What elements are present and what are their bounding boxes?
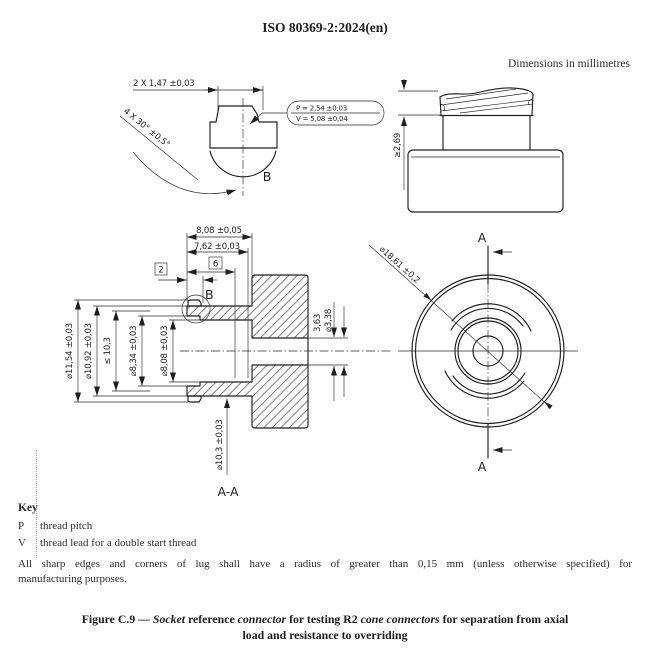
key-block: Key P thread pitch V thread lead for a d… — [18, 500, 638, 552]
callout-lead-label: V = 5,08 ±0,04 — [296, 115, 348, 123]
key-item-p: P thread pitch — [18, 518, 638, 535]
angle-arc — [132, 151, 237, 196]
dim-box-2 — [154, 262, 168, 276]
connector-neck — [442, 115, 531, 151]
figure-caption: Figure C.9 — Socket reference connector … — [0, 612, 650, 643]
detail-b-marker-label: B — [205, 287, 214, 302]
socket-wall-lower — [187, 382, 252, 396]
key-description: thread lead for a double start thread — [40, 536, 197, 549]
dim-dia-3-38-label: ⌀3,38 — [324, 309, 334, 332]
lug-lower — [187, 395, 202, 403]
dim-box-6-label: 6 — [213, 260, 218, 270]
dim-depth-inner-label: 7,62 ±0,03 — [194, 242, 240, 252]
key-description: thread pitch — [40, 519, 93, 532]
body-hatch-lower — [252, 365, 308, 428]
dim-dia-10-3-label: ⌀10,3 ±0,03 — [215, 419, 225, 470]
thread-callout-box — [286, 100, 385, 126]
change-bar — [36, 450, 37, 558]
cut-label-bottom: A — [478, 459, 487, 474]
caption-italic-connector: connector — [237, 612, 287, 626]
note-line1: All sharp edges and corners of lug shall… — [18, 558, 632, 570]
side-view: ≥2,69 — [393, 79, 564, 213]
dim-dia-8-08-label: ⌀8,08 ±0,03 — [160, 326, 170, 377]
caption-mid1: reference — [185, 612, 238, 626]
caption-italic-cone: cone connectors — [360, 612, 440, 626]
note-block: All sharp edges and corners of lug shall… — [18, 557, 632, 586]
key-heading: Key — [18, 502, 38, 514]
note-line2: manufacturing purposes. — [18, 572, 127, 585]
units-note: Dimensions in millimetres — [507, 58, 630, 70]
dim-box-2-label: 2 — [158, 266, 163, 276]
section-outline — [186, 274, 309, 429]
dim-dia-8-34-label: ⌀8,34 ±0,03 — [129, 326, 139, 377]
thread-arc-upper — [451, 303, 532, 332]
lug-cross-section — [209, 105, 278, 149]
detail-b-view-label: B — [263, 169, 272, 184]
caption-italic-socket: Socket — [152, 612, 186, 626]
dim-3-63-label: 3,63 — [313, 314, 323, 332]
dim-dia-11-54-label: ⌀11,54 ±0,03 — [65, 323, 75, 379]
angle-reference-line — [119, 115, 199, 181]
thread-profile — [439, 87, 534, 116]
caption-line2: load and resistance to overriding — [242, 627, 408, 642]
callout-leader — [249, 112, 263, 125]
dim-lug-angle-label: 4 X 30° ±0,5° — [121, 107, 171, 150]
key-symbol: P — [18, 519, 25, 532]
dim-thread-length-label: ≥2,69 — [393, 133, 403, 158]
detail-b-view: 2 X 1,47 ±0,03 4 X 30° ±0,5° P = 2,54 ±0… — [119, 79, 385, 196]
dim-depth-outer-label: 8,08 ±0,05 — [196, 226, 242, 236]
thread-arc-lower — [444, 370, 525, 399]
section-view-label: A-A — [217, 484, 239, 499]
dim-box-6 — [208, 256, 223, 270]
section-view: ⌀11,54 ±0,03 ⌀10,92 ±0,03 ≤ 10,3 ⌀8,34 ±… — [65, 226, 392, 499]
dim-dia-10-92-label: ⌀10,92 ±0,03 — [84, 323, 94, 379]
key-symbol: V — [18, 536, 26, 549]
detail-b-marker-circle — [181, 294, 211, 324]
key-item-v: V thread lead for a double start thread — [18, 535, 638, 552]
connector-body — [407, 149, 564, 213]
front-view: A A ⌀18,61 ±0,2 — [368, 230, 578, 474]
diameter-dim-line — [368, 244, 552, 409]
caption-prefix: Figure C.9 — — [81, 612, 153, 626]
cut-label-top: A — [478, 230, 487, 245]
lug-upper — [187, 299, 202, 307]
socket-wall-upper — [187, 306, 252, 320]
caption-mid2: for testing R2 — [286, 612, 361, 626]
page-title: ISO 80369-2:2024(en) — [262, 20, 388, 35]
dim-outer-dia-label: ⌀18,61 ±0,2 — [377, 245, 421, 286]
dim-lug-width-label: 2 X 1,47 ±0,03 — [133, 79, 195, 89]
caption-line1: Figure C.9 — Socket reference connector … — [0, 612, 650, 628]
caption-line1-end: for separation from axial — [439, 612, 569, 626]
body-hatch-upper — [252, 275, 308, 338]
dim-len-10-3-label: ≤ 10,3 — [103, 337, 113, 365]
callout-pitch-label: P = 2,54 ±0,03 — [296, 105, 347, 113]
